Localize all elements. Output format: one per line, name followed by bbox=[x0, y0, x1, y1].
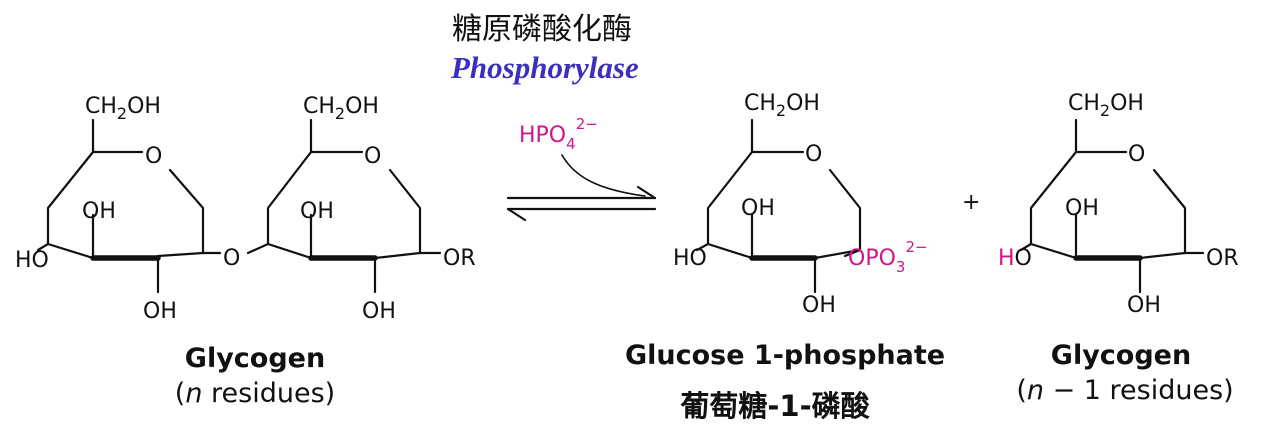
hydrogen-phosphate-label: HPO42− bbox=[519, 115, 598, 153]
glycogen-left-residue-2 bbox=[246, 118, 442, 294]
ring-oxygen-label: O bbox=[145, 144, 162, 169]
caption-glycogen-right: Glycogen bbox=[1050, 340, 1192, 371]
caption-glucose-1-phosphate-chinese: 葡萄糖-1-磷酸 bbox=[680, 389, 870, 423]
or-label: OR bbox=[443, 246, 476, 271]
glucose-1-phosphate-structure bbox=[695, 118, 862, 294]
oh-label: OH bbox=[300, 199, 334, 224]
oh-label: OH bbox=[143, 299, 177, 324]
caption-glycogen-left: Glycogen bbox=[184, 343, 326, 374]
ch2oh-label: CH2OH bbox=[1068, 91, 1144, 120]
ch2oh-label: CH2OH bbox=[303, 94, 379, 123]
caption-glycogen-right-residues: (n − 1 residues) bbox=[1016, 375, 1234, 406]
glycogen-right-structure bbox=[1019, 118, 1205, 294]
ch2oh-label: CH2OH bbox=[744, 91, 820, 120]
equilibrium-arrows bbox=[506, 154, 657, 222]
caption-glucose-1-phosphate: Glucose 1-phosphate bbox=[624, 340, 946, 371]
oh-label: OH bbox=[741, 196, 775, 221]
ho-label: HO bbox=[15, 248, 49, 273]
oh-label: OH bbox=[1127, 293, 1161, 318]
oh-label: OH bbox=[82, 199, 116, 224]
or-label: OR bbox=[1206, 246, 1239, 271]
enzyme-name-english: Phosphorylase bbox=[451, 50, 639, 85]
ring-oxygen-label: O bbox=[1128, 142, 1145, 167]
enzyme-name-chinese: 糖原磷酸化酶 bbox=[452, 12, 632, 47]
ring-oxygen-label: O bbox=[805, 142, 822, 167]
phosphate-group-label: OPO32− bbox=[848, 238, 928, 276]
ho-label: HO bbox=[673, 246, 707, 271]
glycogen-left-residue-1 bbox=[36, 118, 222, 294]
oh-label: OH bbox=[1065, 196, 1099, 221]
caption-glycogen-left-residues: (n residues) bbox=[174, 378, 336, 409]
oh-label: OH bbox=[802, 293, 836, 318]
oh-label: OH bbox=[362, 299, 396, 324]
ch2oh-label: CH2OH bbox=[85, 94, 161, 123]
glycosidic-oxygen-label: O bbox=[223, 246, 240, 271]
plus-sign: + bbox=[962, 190, 980, 215]
ring-oxygen-label: O bbox=[364, 144, 381, 169]
ho-label: HO bbox=[998, 246, 1032, 271]
